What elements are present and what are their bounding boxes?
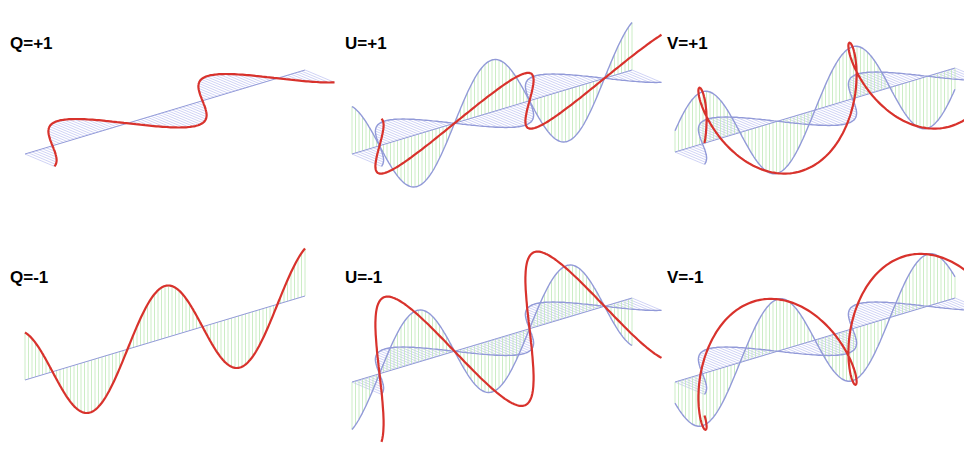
stokes-label: V=-1 — [667, 268, 703, 288]
propagation-axis — [25, 70, 305, 154]
vertical-field-fill — [675, 46, 955, 173]
stokes-label: U=+1 — [345, 34, 387, 54]
stokes-label: U=-1 — [345, 268, 382, 288]
stokes-label: Q=+1 — [10, 34, 53, 54]
vertical-component-wave — [352, 23, 632, 188]
horizontal-field-fill — [352, 298, 662, 394]
horizontal-field-fill — [675, 298, 964, 394]
resultant-field-wave — [375, 35, 661, 174]
stokes-label: V=+1 — [667, 34, 708, 54]
horizontal-field-fill — [25, 70, 335, 166]
vertical-field-fill — [25, 249, 305, 413]
vertical-component-wave — [675, 46, 955, 173]
vertical-component-wave — [675, 254, 955, 426]
horizontal-component-wave — [698, 302, 964, 394]
vertical-component-wave — [352, 265, 632, 430]
resultant-field-wave — [698, 43, 964, 174]
vertical-field-fill — [675, 254, 955, 426]
stokes-label: Q=-1 — [10, 268, 48, 288]
resultant-field-wave — [48, 74, 334, 166]
horizontal-field-fill — [675, 68, 964, 164]
horizontal-field-fill — [352, 70, 662, 166]
vertical-field-fill — [352, 23, 632, 187]
resultant-field-wave — [25, 249, 305, 414]
resultant-field-wave — [375, 252, 661, 442]
resultant-field-wave — [698, 254, 964, 430]
